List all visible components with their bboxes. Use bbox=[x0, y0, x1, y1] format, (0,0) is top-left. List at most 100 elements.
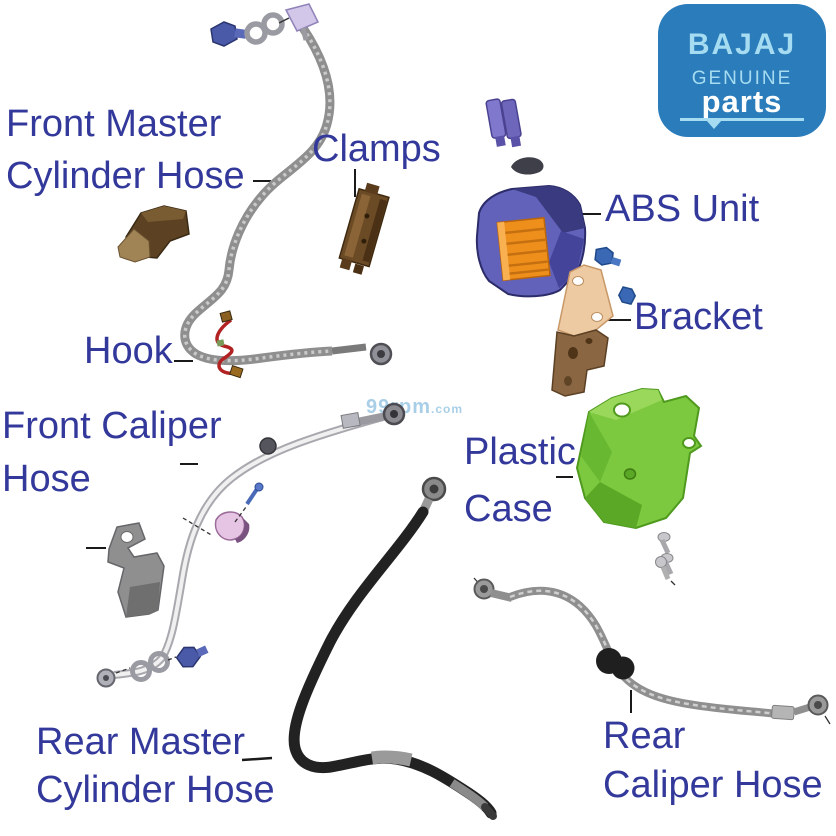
screw-head bbox=[254, 482, 264, 492]
bracket-hole bbox=[585, 338, 593, 344]
end-fitting bbox=[331, 343, 367, 355]
bajaj-logo-parts: parts bbox=[701, 84, 783, 119]
label-line: Clamps bbox=[312, 128, 441, 170]
banjo-eye-hole bbox=[429, 484, 439, 494]
connector-stripe bbox=[507, 249, 547, 256]
front-master-cylinder-hose-part bbox=[180, 3, 393, 366]
assembly-dash bbox=[670, 580, 676, 586]
end-fitting-hole bbox=[103, 675, 109, 681]
connector-tip bbox=[495, 135, 506, 147]
bajaj-logo-arrow-icon bbox=[706, 120, 722, 129]
bracket-light bbox=[117, 228, 151, 263]
hook-part bbox=[215, 310, 244, 379]
bajaj-logo-brand: BAJAJ bbox=[687, 28, 797, 61]
label-plastic-case: Plastic Case bbox=[464, 424, 576, 538]
bracket-part bbox=[551, 264, 614, 397]
label-line: Rear bbox=[603, 715, 686, 757]
fitting-neck bbox=[792, 703, 812, 716]
bracket-hole bbox=[572, 276, 584, 286]
clamp-foot bbox=[352, 263, 365, 275]
bolt-head bbox=[594, 246, 614, 266]
label-front-caliper-hose: Front Caliper Hose bbox=[2, 400, 222, 506]
connector-stripe bbox=[505, 227, 545, 235]
hose-tip bbox=[481, 803, 497, 820]
bracket-hole bbox=[591, 312, 603, 322]
hook-clip bbox=[229, 365, 244, 379]
case-hole bbox=[682, 437, 696, 449]
bolt-head bbox=[210, 21, 238, 47]
assembly-dash bbox=[278, 17, 290, 24]
assembly-dash bbox=[115, 667, 131, 674]
front-caliper-hose-part bbox=[96, 402, 406, 688]
hook-clip bbox=[219, 310, 233, 323]
washer-icon bbox=[148, 651, 170, 673]
hose-bracket-part bbox=[117, 205, 190, 263]
hose-path bbox=[288, 506, 497, 819]
rubber-grommet bbox=[611, 656, 635, 680]
label-line: Cylinder Hose bbox=[36, 769, 275, 811]
connector-stripe bbox=[506, 238, 546, 246]
banjo-eye-hole bbox=[390, 410, 398, 418]
label-line: Plastic bbox=[464, 431, 576, 473]
bracket-hole bbox=[564, 376, 572, 386]
label-front-master-cylinder-hose: Front Master Cylinder Hose bbox=[6, 98, 245, 202]
clamp-tab bbox=[364, 182, 380, 195]
gray-bracket-hole bbox=[120, 531, 134, 543]
abs-connector bbox=[485, 98, 522, 148]
label-line: Front Caliper bbox=[2, 405, 222, 447]
label-rear-caliper-hose: Rear Caliper Hose bbox=[603, 712, 823, 810]
bajaj-logo-genuine: GENUINE bbox=[691, 68, 793, 89]
plastic-case-part bbox=[575, 387, 703, 576]
leader-rear-master-line bbox=[241, 756, 273, 762]
clamp-highlight bbox=[344, 193, 371, 258]
case-hole bbox=[613, 402, 631, 418]
screw-shaft bbox=[660, 566, 671, 580]
label-line: Hose bbox=[2, 458, 91, 500]
top-fitting-sleeve bbox=[340, 411, 361, 429]
bracket-hole bbox=[568, 347, 578, 359]
label-line: ABS Unit bbox=[605, 188, 760, 230]
connector-stripe bbox=[509, 268, 549, 275]
bajaj-logo-underline bbox=[680, 118, 804, 129]
abs-body-shadow bbox=[512, 186, 585, 233]
bajaj-genuine-parts-logo: BAJAJ GENUINE parts bbox=[658, 4, 826, 137]
clamp-shadow bbox=[362, 198, 387, 263]
assembly-dash bbox=[182, 517, 214, 537]
fitting-sleeve bbox=[771, 704, 795, 721]
label-line: Cylinder Hose bbox=[6, 155, 245, 197]
rear-caliper-hose-part bbox=[473, 556, 831, 725]
bolt-shaft bbox=[234, 28, 247, 39]
washer-icon bbox=[244, 21, 268, 45]
fitting-neck bbox=[490, 589, 513, 602]
abs-body-side bbox=[549, 231, 584, 288]
caliper-hose-bracket-part bbox=[107, 522, 165, 618]
hose-union bbox=[259, 437, 277, 455]
connector-stripe bbox=[508, 260, 548, 267]
pink-clamp-side bbox=[235, 517, 250, 543]
hook-sleeve bbox=[216, 339, 225, 347]
top-fitting bbox=[284, 3, 320, 32]
label-line: Front Master bbox=[6, 103, 222, 145]
abs-unit-part bbox=[475, 98, 637, 305]
screw-shaft bbox=[659, 538, 671, 555]
washer-icon bbox=[130, 660, 152, 682]
hose-sleeve bbox=[371, 750, 413, 767]
label-abs-unit: ABS Unit bbox=[605, 188, 759, 231]
banjo-bolt-icon bbox=[175, 645, 209, 668]
connector-block-edge bbox=[497, 221, 511, 281]
banjo-bolt-icon bbox=[210, 21, 247, 47]
case-facet bbox=[581, 412, 612, 482]
hose-braid-highlight bbox=[183, 27, 333, 363]
bolt-head bbox=[175, 646, 202, 668]
screw-icon bbox=[657, 532, 671, 555]
label-bracket: Bracket bbox=[634, 296, 763, 339]
rear-master-cylinder-hose-part bbox=[288, 476, 497, 820]
banjo-eye-hole bbox=[480, 585, 488, 593]
bolt-shaft bbox=[610, 256, 622, 267]
screw-head bbox=[655, 556, 667, 568]
clamp-hole bbox=[364, 213, 370, 219]
gray-bracket-shadow bbox=[126, 582, 160, 617]
case-recess bbox=[623, 468, 637, 480]
label-line: Hook bbox=[84, 330, 173, 372]
